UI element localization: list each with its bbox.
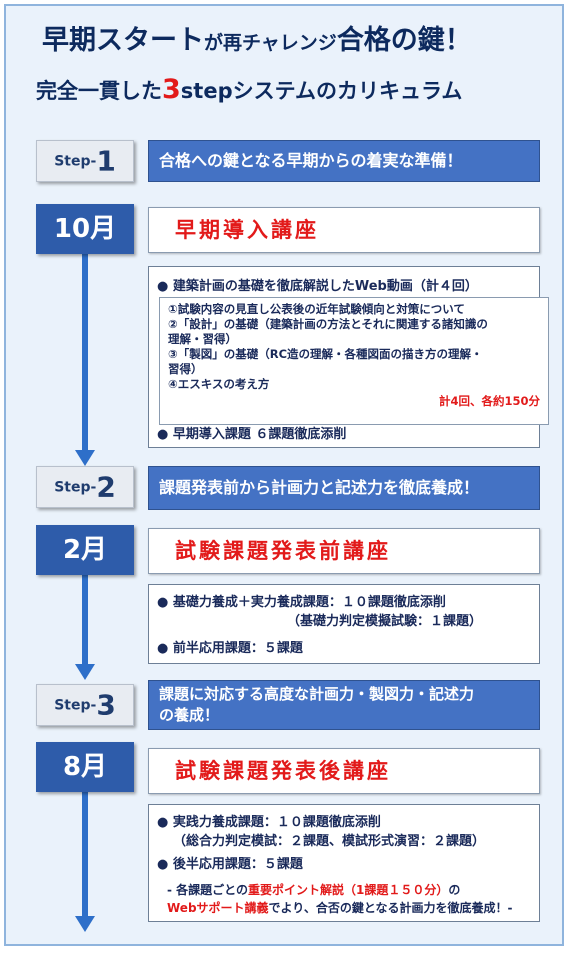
video-count-note: 計4回、各約150分 [438,394,540,408]
month-badge-oct: 10月 [36,204,134,254]
step-label: Step- [54,153,97,170]
topic-2-cont: 理解・習得） [168,332,237,346]
arrow-down-icon [75,450,95,466]
headline-part1: 早期スタート [42,25,204,56]
subheadline-part2: stepシステムのカリキュラム [180,79,463,103]
timeline-arrow-3 [82,790,88,918]
topic-2: ②「設計」の基礎（建築計画の方法とそれに関連する諸知識の [168,317,488,331]
step-number: 1 [96,144,116,178]
subheadline-number: 3 [162,74,181,105]
step-label: Step- [54,479,97,496]
step-3-badge: Step-3 [36,684,134,726]
step-2-content: ● 基礎力養成＋実力養成課題：１０課題徹底添削 （基礎力判定模擬試験：１課題） … [148,584,540,664]
step-label: Step- [54,697,97,714]
headline-part2: が再チャレンジ [204,32,337,54]
timeline-arrow-1 [82,252,88,452]
subheadline: 完全一貫した3stepシステムのカリキュラム [36,74,556,105]
month-badge-feb: 2月 [36,525,134,575]
step-2-banner: 課題発表前から計画力と記述力を徹底養成！ [148,466,540,510]
step-2-bullet-applied: ● 前半応用課題：５課題 [157,641,303,656]
timeline-arrow-2 [82,572,88,666]
step-2-bullet-basic-sub: （基礎力判定模擬試験：１課題） [287,614,483,629]
step-1-banner-text: 合格への鍵となる早期からの着実な準備！ [159,151,463,170]
headline: 早期スタートが再チャレンジ合格の鍵！ [42,18,562,57]
step-number: 2 [96,470,116,504]
step-3-content: ● 実践力養成課題：１０課題徹底添削 （総合力判定模試：２課題、模試形式演習：２… [148,804,540,922]
step-3-banner-line2: の養成！ [159,706,220,724]
arrow-down-icon [75,664,95,680]
note-suffix: でより、合否の鍵となる計画力を徹底養成！- [268,901,513,915]
step-1-banner: 合格への鍵となる早期からの着実な準備！ [148,140,540,182]
step-3-bullet-practical: ● 実践力養成課題：１０課題徹底添削 [157,815,381,830]
step-1-badge: Step-1 [36,140,134,182]
note-prefix: - 各課題ごとの [167,883,249,897]
step-2-badge: Step-2 [36,466,134,508]
step-2-bullet-basic: ● 基礎力養成＋実力養成課題：１０課題徹底添削 [157,595,446,610]
course-after-announcement: 試験課題発表後講座 [148,748,540,794]
headline-part3: 合格の鍵！ [336,25,472,56]
step-2-banner-text: 課題発表前から計画力と記述力を徹底養成！ [159,478,480,497]
arrow-down-icon [75,916,95,932]
topic-3: ③「製図」の基礎（RC造の理解・各種図面の描き方の理解・ [168,347,483,361]
step-1-content: ● 建築計画の基礎を徹底解説したWeb動画（計４回） ①試験内容の見直し公表後の… [148,266,549,448]
month-badge-aug: 8月 [36,742,134,792]
subheadline-part1: 完全一貫した [36,79,162,103]
step-3-bullet-applied: ● 後半応用課題：５課題 [157,857,303,872]
step-3-banner: 課題に対応する高度な計画力・製図力・記述力 の養成！ [148,680,540,730]
step-1-bullet-assignments: ● 早期導入課題 ６課題徹底添削 [157,427,347,442]
topic-3-cont: 習得） [168,362,203,376]
step-3-note-line1: - 各課題ごとの重要ポイント解説（1課題１５０分）の [167,881,531,898]
course-before-announcement: 試験課題発表前講座 [148,528,540,574]
course-early-intro: 早期導入講座 [148,207,540,253]
topic-1: ①試験内容の見直し公表後の近年試験傾向と対策について [168,302,465,316]
note-highlight-2: Webサポート講義 [167,901,269,915]
note-highlight-1: 重要ポイント解説（1課題１５０分） [248,883,449,897]
step-number: 3 [96,688,116,722]
step-1-bullet-web-videos: ● 建築計画の基礎を徹底解説したWeb動画（計４回） [157,279,478,294]
step-3-banner-line1: 課題に対応する高度な計画力・製図力・記述力 [159,685,475,703]
note-mid: の [448,883,461,897]
video-topics-box: ①試験内容の見直し公表後の近年試験傾向と対策について ②「設計」の基礎（建築計画… [159,297,549,425]
step-3-bullet-practical-sub: （総合力判定模試：２課題、模試形式演習：２課題） [173,834,486,849]
step-3-note-line2: Webサポート講義でより、合否の鍵となる計画力を徹底養成！- [167,899,531,916]
topic-4: ④エスキスの考え方 [168,377,270,391]
